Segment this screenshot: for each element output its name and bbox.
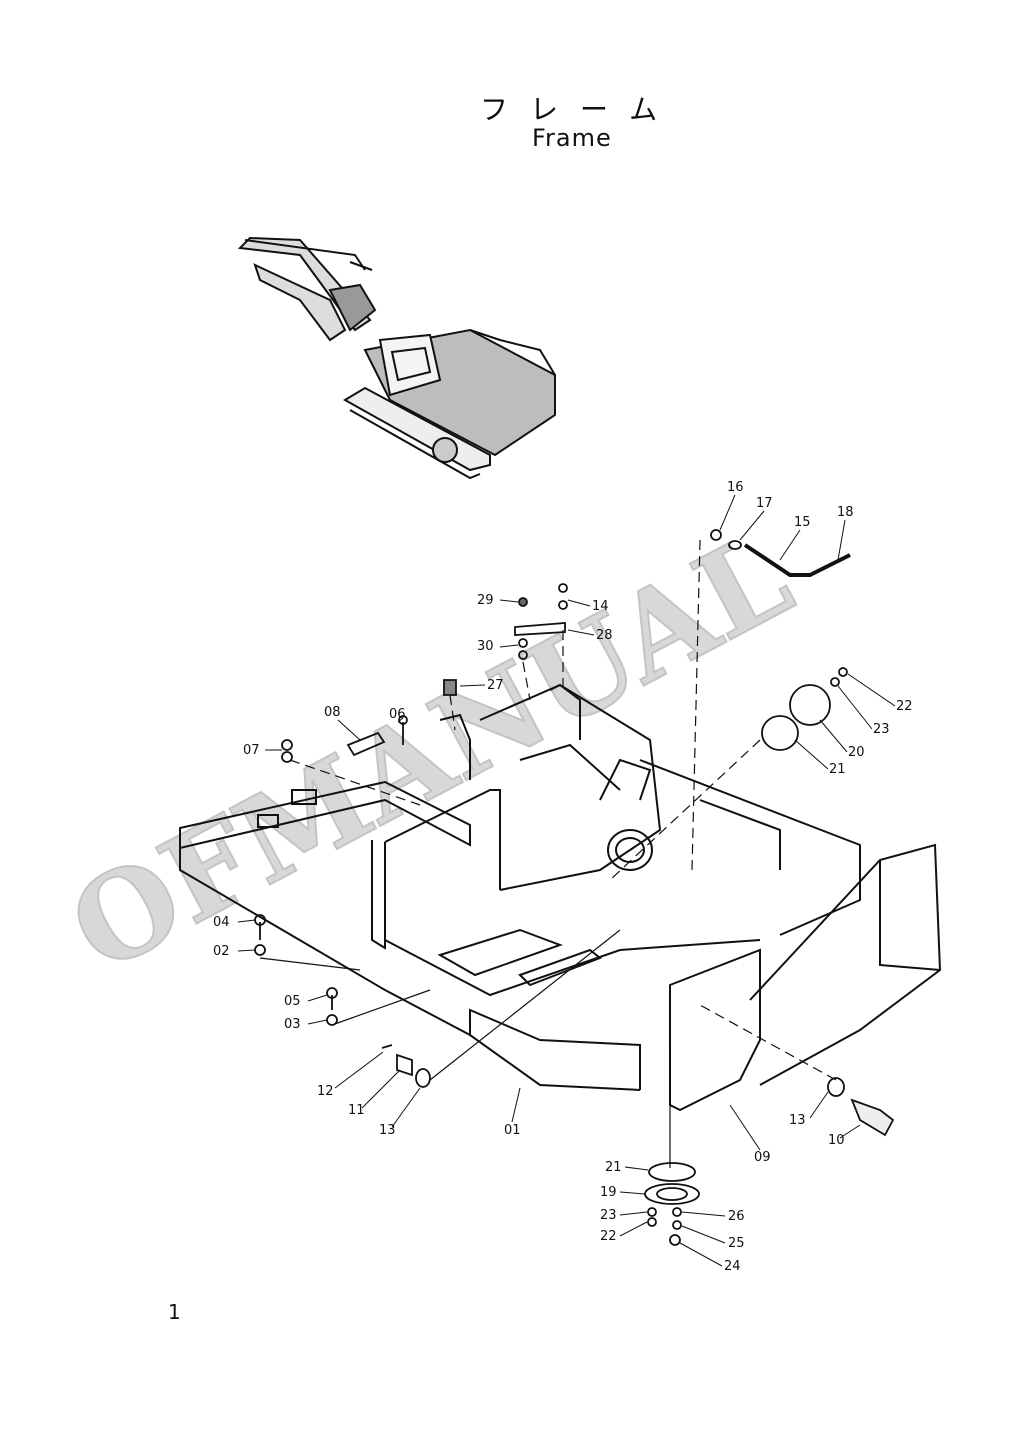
callout-22-bottom: 22 <box>600 1229 617 1244</box>
callout-22-top: 22 <box>896 699 913 714</box>
callout-23-bottom: 23 <box>600 1208 617 1223</box>
callout-03: 03 <box>284 1017 301 1032</box>
callout-01: 01 <box>504 1123 521 1138</box>
callout-07: 07 <box>243 743 260 758</box>
callout-09: 09 <box>754 1150 771 1165</box>
callout-16: 16 <box>727 480 744 495</box>
page-number: 1 <box>168 1300 181 1324</box>
callout-leaders <box>237 494 896 1267</box>
small-parts <box>254 529 895 1246</box>
callout-17: 17 <box>756 496 773 511</box>
callout-30: 30 <box>477 639 494 654</box>
callout-25: 25 <box>728 1236 745 1251</box>
callout-13-right: 13 <box>789 1113 806 1128</box>
callout-15: 15 <box>794 515 811 530</box>
callout-08: 08 <box>324 705 341 720</box>
watermark-text: OFMANUAL <box>49 505 812 999</box>
callout-21-bottom: 21 <box>605 1160 622 1175</box>
callout-26: 26 <box>728 1209 745 1224</box>
callout-06: 06 <box>389 707 406 722</box>
callout-05: 05 <box>284 994 301 1009</box>
callout-14: 14 <box>592 599 609 614</box>
callout-12: 12 <box>317 1084 334 1099</box>
part-callouts: 16 17 15 18 29 14 28 30 27 08 06 07 22 2… <box>213 480 913 1274</box>
callout-04: 04 <box>213 915 230 930</box>
callout-11: 11 <box>348 1103 365 1118</box>
callout-02: 02 <box>213 944 230 959</box>
callout-10: 10 <box>828 1133 845 1148</box>
callout-13-left: 13 <box>379 1123 396 1138</box>
callout-18: 18 <box>837 505 854 520</box>
excavator-illustration <box>237 236 556 480</box>
callout-27: 27 <box>487 678 504 693</box>
callout-29: 29 <box>477 593 494 608</box>
callout-23-top: 23 <box>873 722 890 737</box>
callout-24: 24 <box>724 1259 741 1274</box>
callout-19: 19 <box>600 1185 617 1200</box>
page-title-english: Frame <box>532 124 612 152</box>
leader-lines <box>259 539 837 1168</box>
page-title-japanese: フレーム <box>480 93 680 126</box>
callout-28: 28 <box>596 628 613 643</box>
callout-21-top: 21 <box>829 762 846 777</box>
main-frame <box>179 683 942 1112</box>
callout-20: 20 <box>848 745 865 760</box>
